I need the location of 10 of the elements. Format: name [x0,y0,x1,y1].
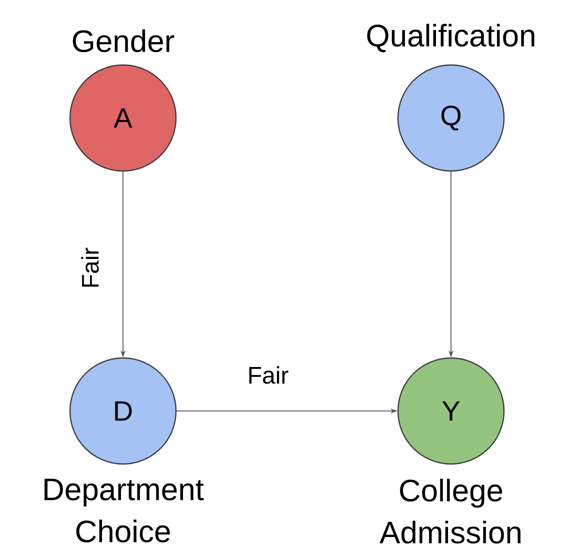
circle-node: Y [397,357,505,465]
node-caption: Gender [72,29,174,52]
edge-label: Fair [81,248,99,287]
node-caption: Qualification [367,24,534,52]
circle-node: D [69,357,177,465]
circle-node: Q [397,64,505,172]
circle-node: A [69,64,177,172]
edge-label: Fair [249,366,288,384]
node-caption: College Admission [380,478,520,544]
node-caption: Department Choice [44,478,204,542]
